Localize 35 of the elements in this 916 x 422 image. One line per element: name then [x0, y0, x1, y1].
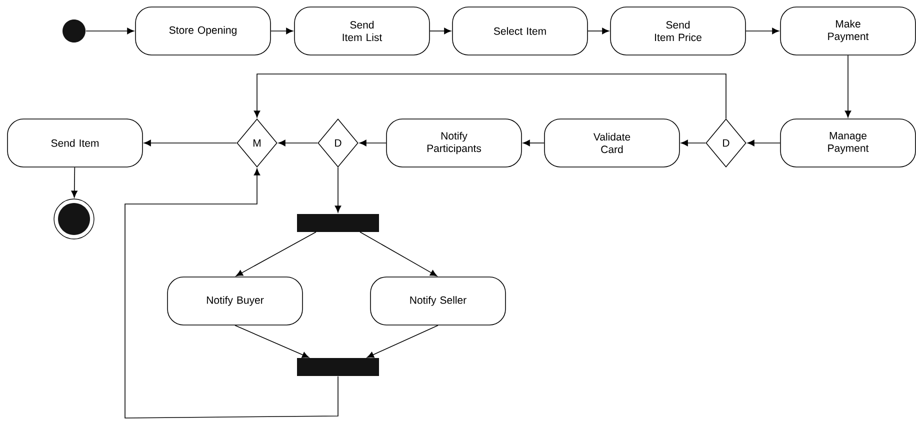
arrow [360, 232, 438, 276]
arrow [522, 140, 544, 146]
final-node [54, 198, 94, 240]
initial-node [62, 20, 86, 42]
activity-box: Notify Buyer [167, 276, 303, 326]
arrow [144, 140, 238, 146]
activity-box: Select Item [452, 6, 588, 56]
arrow [86, 28, 134, 34]
arrow [844, 55, 852, 118]
fork-bar [297, 358, 379, 376]
arrow [254, 74, 726, 119]
arrow [359, 140, 386, 146]
arrow [334, 166, 342, 213]
arrow [680, 140, 706, 146]
arrow [747, 140, 780, 146]
activity-box: Send Item Price [610, 6, 746, 56]
activity-box: Send Item List [294, 6, 430, 56]
arrow [746, 28, 780, 34]
arrow [430, 28, 452, 34]
activity-box: Store Opening [135, 6, 271, 56]
arrow [366, 324, 438, 358]
activity-box: Validate Card [544, 118, 680, 168]
activity-box: Notify Seller [370, 276, 506, 326]
arrow [71, 166, 78, 198]
arrow [270, 28, 294, 34]
fork-bar [297, 214, 379, 232]
activity-box: Send Item [7, 118, 143, 168]
activity-box: Notify Participants [386, 118, 522, 168]
arrow [236, 232, 316, 276]
activity-box: Make Payment [780, 6, 916, 56]
activity-box: Manage Payment [780, 118, 916, 168]
arrow [234, 324, 310, 358]
arrow [588, 28, 610, 34]
arrow [278, 140, 318, 146]
arrow [124, 168, 338, 418]
